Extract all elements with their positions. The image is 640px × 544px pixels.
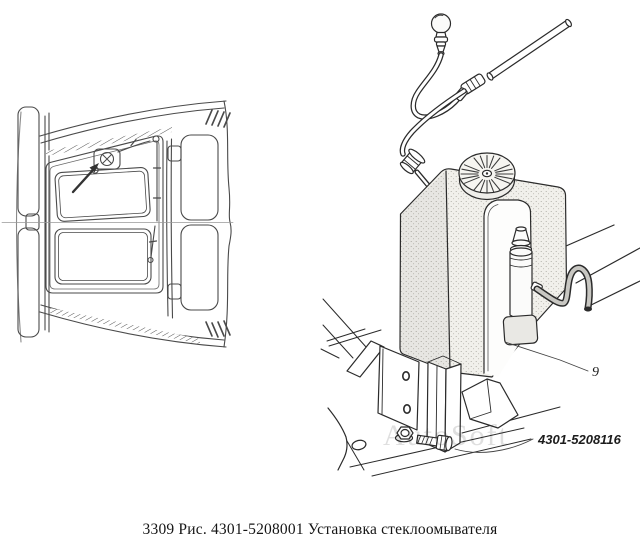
watermark: AutoSoft — [383, 419, 510, 452]
part-number-label: 4301-5208116 — [537, 432, 622, 447]
cab-outer-contour — [15, 111, 22, 343]
cross-member — [327, 407, 348, 471]
mounting-brackets — [346, 340, 462, 453]
cab-roof-edge — [39, 100, 227, 137]
cowl-hatch — [50, 308, 200, 344]
callout-9: 9 — [504, 341, 599, 380]
bracket-hole — [401, 370, 410, 381]
washer-tube — [486, 18, 572, 81]
windshield-top-hatch — [46, 127, 172, 156]
pump-foot — [502, 314, 539, 346]
mounting-nut — [394, 426, 414, 443]
figure-caption: 3309 Рис. 4301-5208001 Установка стеклоо… — [142, 521, 498, 538]
location-arrow — [71, 163, 99, 194]
leader-line — [454, 438, 534, 453]
chassis-frame — [320, 224, 640, 477]
pump-outlet-hose — [533, 264, 593, 312]
filler-cap — [458, 152, 516, 201]
washer-hose-supply — [399, 88, 467, 157]
mounting-bolt — [416, 434, 453, 452]
reservoir-tank — [399, 168, 568, 378]
frame-hole — [351, 439, 367, 451]
support-gusset — [461, 378, 519, 429]
washer-jet-nozzle — [430, 13, 452, 56]
leader-line — [504, 341, 589, 372]
windshield-upper-pane — [54, 167, 151, 222]
callout-9-label: 9 — [592, 365, 599, 380]
main-installation-view: 9 4301-5208116 — [320, 13, 640, 477]
tank-front-edge — [445, 170, 451, 372]
cab-top-view-inset — [1, 100, 234, 348]
hose-routing — [117, 135, 162, 264]
washer-pump — [502, 226, 543, 346]
bracket-hole — [402, 403, 411, 414]
windshield-lower-pane — [54, 228, 152, 285]
windshield-frame — [45, 135, 164, 294]
bracket-plate — [377, 345, 420, 431]
callout-part-number: 4301-5208116 — [454, 432, 622, 453]
